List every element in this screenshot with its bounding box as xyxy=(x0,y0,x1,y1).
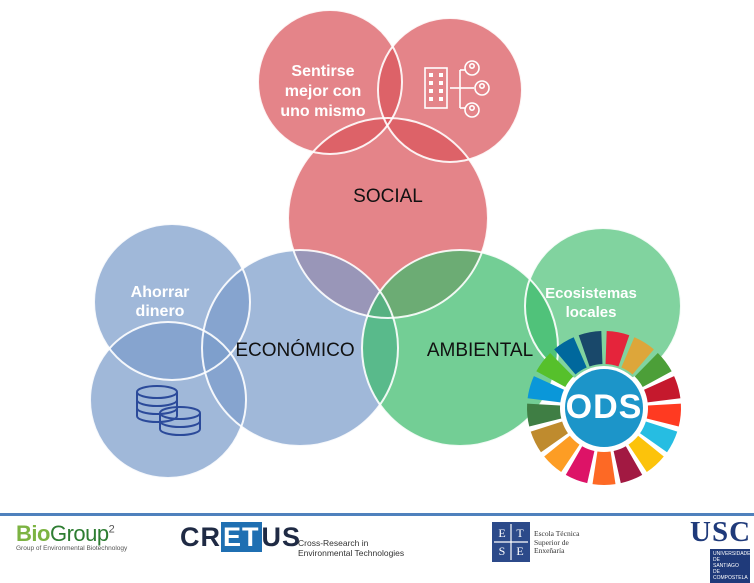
social-label: SOCIAL xyxy=(353,186,423,207)
ods-segment-2 xyxy=(621,337,654,375)
ods-label: ODS xyxy=(565,388,643,426)
biogroup-superscript: 2 xyxy=(108,523,115,536)
usc-subtitle: UNIVERSIDADE DE SANTIAGO DE COMPOSTELA xyxy=(710,549,751,583)
footer-divider xyxy=(0,513,754,516)
sentirse-circle xyxy=(258,10,402,154)
ods-segment-13 xyxy=(527,403,562,427)
ods-segment-15 xyxy=(536,352,574,388)
ambiental-circle xyxy=(362,250,558,446)
ods-segment-17 xyxy=(578,331,603,367)
svg-text:S: S xyxy=(499,544,506,558)
ods-segment-9 xyxy=(592,451,616,486)
ods-segment-14 xyxy=(527,376,564,403)
economico-label: ECONÓMICO xyxy=(235,340,355,361)
ods-segment-6 xyxy=(640,421,678,453)
ods-segment-4 xyxy=(644,376,681,403)
ods-segment-12 xyxy=(530,421,568,453)
cretus-text-mid: ET xyxy=(221,522,262,552)
ods-segment-1 xyxy=(605,331,630,367)
coins-icon xyxy=(136,385,201,436)
sentirse-label: Sentirse mejor con uno mismo xyxy=(280,63,366,120)
cretus-logo: CRETUS Cross-Research in Environmental T… xyxy=(180,522,460,558)
usc-name: USC xyxy=(690,516,752,548)
svg-text:T: T xyxy=(516,526,524,540)
ods-segment-10 xyxy=(565,446,595,484)
economico-circle xyxy=(202,250,398,446)
biogroup-logo: BioGroup2 Group of Environmental Biotech… xyxy=(16,521,166,552)
biogroup-subtitle: Group of Environmental Biotechnology xyxy=(16,545,128,552)
ods-wheel-icon xyxy=(527,331,681,486)
ods-segment-7 xyxy=(628,435,664,473)
ecosistemas-label: Ecosistemas locales xyxy=(545,285,637,321)
ods-segment-16 xyxy=(554,337,587,375)
ods-segment-8 xyxy=(613,446,643,484)
ambiental-label: AMBIENTAL xyxy=(426,340,534,361)
biogroup-group-text: Group xyxy=(49,521,109,546)
cretus-text-post: US xyxy=(261,522,302,552)
ods-segment-5 xyxy=(646,403,681,427)
svg-text:E: E xyxy=(516,544,523,558)
cretus-subtitle: Cross-Research in Environmental Technolo… xyxy=(298,538,405,558)
cretus-text-pre: CR xyxy=(180,522,221,552)
ods-segment-3 xyxy=(634,352,672,388)
venn-diagram xyxy=(89,9,682,486)
svg-text:E: E xyxy=(498,526,505,540)
community-building-icon xyxy=(424,60,490,118)
usc-logo: USC UNIVERSIDADE DE SANTIAGO DE COMPOSTE… xyxy=(690,516,754,583)
biogroup-bio-text: Bio xyxy=(16,521,50,546)
ods-segment-11 xyxy=(544,435,580,473)
etse-logo-mark: E T S E xyxy=(492,522,530,562)
ahorrar-label: Ahorrar dinero xyxy=(130,284,190,320)
etse-text: Escola Técnica Superior de Enxeñaría xyxy=(534,529,580,555)
